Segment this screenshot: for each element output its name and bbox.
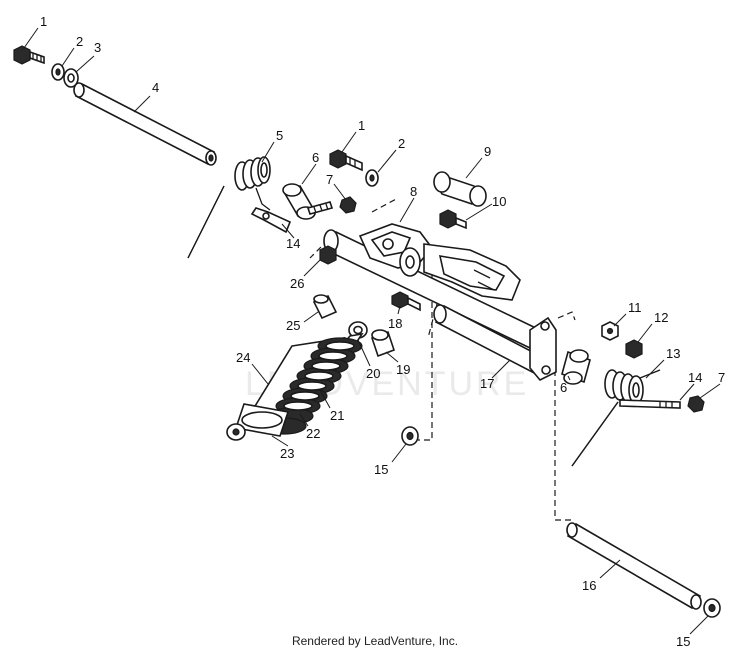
callout-4: 4 xyxy=(152,80,159,95)
callout-15: 15 xyxy=(676,634,690,649)
lower-rail-part-17 xyxy=(433,304,557,381)
pin-part-16 xyxy=(566,522,702,610)
callout-13: 13 xyxy=(666,346,680,361)
spacer-part-19 xyxy=(370,329,396,358)
pin-part-4 xyxy=(73,82,217,166)
rail-assembly xyxy=(323,223,542,350)
bolt-part-7-right xyxy=(687,395,705,413)
callout-9: 9 xyxy=(484,144,491,159)
callout-7: 7 xyxy=(718,370,725,385)
callout-26: 26 xyxy=(290,276,304,291)
washer-part-3 xyxy=(63,68,79,88)
callout-14: 14 xyxy=(286,236,300,251)
callout-21: 21 xyxy=(330,408,344,423)
bushing-part-25 xyxy=(312,294,338,320)
callout-20: 20 xyxy=(366,366,380,381)
callout-22: 22 xyxy=(306,426,320,441)
washer-part-2-top xyxy=(51,63,65,81)
callout-14: 14 xyxy=(688,370,702,385)
callout-12: 12 xyxy=(654,310,668,325)
callout-18: 18 xyxy=(388,316,402,331)
callout-16: 16 xyxy=(582,578,596,593)
callout-labels: 1 2 3 4 5 1 2 9 6 7 8 10 14 26 11 12 13 … xyxy=(40,14,725,649)
roller-part-9 xyxy=(433,171,487,207)
callout-3: 3 xyxy=(94,40,101,55)
lower-eye-part-23 xyxy=(226,423,246,441)
washer-part-2-middle xyxy=(365,169,379,187)
nut-part-11 xyxy=(601,321,619,341)
callout-19: 19 xyxy=(396,362,410,377)
bushing-part-6-right xyxy=(561,349,591,385)
callout-17: 17 xyxy=(480,376,494,391)
callout-15: 15 xyxy=(374,462,388,477)
torsion-spring-part-13 xyxy=(571,369,661,467)
washer-part-15-middle xyxy=(401,426,419,446)
callout-7: 7 xyxy=(326,172,333,187)
callout-11: 11 xyxy=(628,300,642,315)
footer-credit: Rendered by LeadVenture, Inc. xyxy=(291,634,459,648)
callout-23: 23 xyxy=(280,446,294,461)
nut-part-26 xyxy=(319,245,337,265)
callout-1: 1 xyxy=(358,118,365,133)
callout-10: 10 xyxy=(492,194,506,209)
bolt-part-10 xyxy=(439,209,467,230)
bolt-part-18 xyxy=(391,291,421,312)
callout-1: 1 xyxy=(40,14,47,29)
nut-part-12 xyxy=(625,339,643,359)
bolt-part-1-top xyxy=(13,45,45,65)
shock-absorber-assembly xyxy=(226,321,368,441)
callout-6: 6 xyxy=(560,380,567,395)
callout-2: 2 xyxy=(398,136,405,151)
washer-part-15-bottom xyxy=(703,598,721,618)
torsion-spring-part-5 xyxy=(187,156,271,259)
callout-25: 25 xyxy=(286,318,300,333)
callout-24: 24 xyxy=(236,350,250,365)
callout-5: 5 xyxy=(276,128,283,143)
callout-leader-lines xyxy=(23,27,721,635)
spring-bracket-part-14-left xyxy=(250,207,292,234)
callout-8: 8 xyxy=(410,184,417,199)
bolt-part-1-middle xyxy=(329,149,363,172)
callout-2: 2 xyxy=(76,34,83,49)
callout-6: 6 xyxy=(312,150,319,165)
spring-bracket-part-14-right xyxy=(619,399,681,409)
bolt-part-7-left xyxy=(306,196,357,215)
shock-body-part-22 xyxy=(234,403,290,437)
